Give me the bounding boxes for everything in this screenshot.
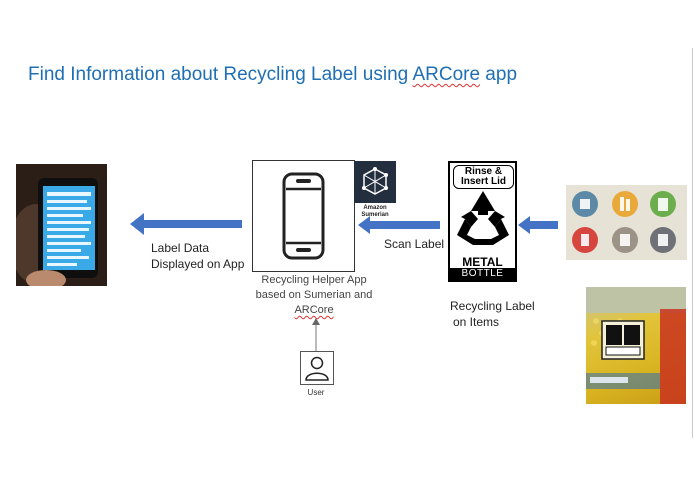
label-data-line2: Displayed on App — [151, 257, 245, 271]
recycling-label-line2: on Items — [453, 315, 500, 329]
user-avatar-box — [300, 351, 334, 385]
label-data-line1: Label Data — [151, 241, 210, 255]
user-icon — [305, 356, 329, 381]
label-bottle-text: BOTTLE — [450, 268, 515, 280]
phone-app-photo — [16, 164, 107, 286]
arrow-scan-label — [358, 216, 440, 234]
sumerian-line2: Sumerian — [361, 212, 389, 218]
arrow-to-left-photo — [130, 213, 242, 235]
helper-app-line2: based on Sumerian and — [255, 289, 373, 301]
phone-photo-graphic — [16, 164, 107, 286]
helper-app-line3: ARCore — [294, 304, 334, 316]
sumerian-cube-icon — [362, 167, 388, 195]
helper-app-line1: Recycling Helper App — [261, 274, 367, 286]
recycling-category-icons — [572, 191, 676, 253]
user-label: User — [307, 388, 325, 397]
product-photo-graphic — [586, 287, 686, 404]
recycling-label-caption: Recycling Label on Items — [450, 298, 535, 330]
recycle-symbol-icon — [457, 191, 509, 245]
sumerian-line1: Amazon — [363, 205, 387, 211]
label-rinse-line2: Insert Lid — [460, 176, 506, 187]
recycling-icons-image — [566, 185, 687, 260]
app-phone-box — [252, 160, 355, 272]
label-metal-text: METAL — [462, 255, 503, 269]
sumerian-label: Amazon Sumerian — [354, 205, 396, 219]
scan-label-text: Scan Label — [384, 237, 445, 251]
user-connector-arrow — [312, 318, 320, 351]
product-label-photo — [586, 287, 686, 404]
title-prefix: Find Information about Recycling Label u… — [28, 64, 413, 85]
label-rinse-box: Rinse & Insert Lid — [453, 165, 514, 189]
slide-edge — [692, 48, 693, 438]
recycling-label-graphic: Rinse & Insert Lid METAL BOTTLE — [448, 161, 517, 282]
label-data-text: Label Data Displayed on App — [151, 240, 244, 272]
page-title: Find Information about Recycling Label u… — [28, 64, 517, 86]
title-highlight: ARCore — [412, 64, 481, 85]
arrow-from-items — [518, 216, 558, 234]
helper-app-caption: Recycling Helper App based on Sumerian a… — [252, 273, 376, 318]
title-suffix: app — [480, 64, 518, 85]
recycling-label-line1: Recycling Label — [450, 299, 535, 313]
label-rinse-line1: Rinse & — [464, 166, 503, 177]
smartphone-icon — [282, 172, 325, 260]
amazon-sumerian-logo — [354, 161, 396, 203]
